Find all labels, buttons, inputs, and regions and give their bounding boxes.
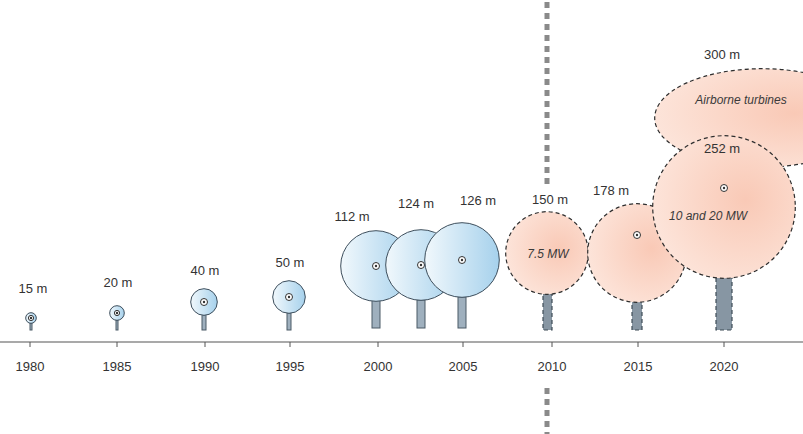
capacity-label: 7.5 MW — [527, 248, 568, 260]
rotor-circle: 50 m — [272, 280, 306, 314]
year-label: 1980 — [16, 360, 45, 373]
diameter-label: 20 m — [104, 276, 133, 289]
year-label: 2000 — [364, 360, 393, 373]
hub-dot — [116, 312, 118, 314]
hub — [634, 232, 641, 239]
year-label: 1990 — [191, 360, 220, 373]
rotor-outline — [25, 312, 37, 324]
rotor-disc — [653, 136, 796, 279]
hub — [373, 263, 380, 270]
hub-dot — [288, 296, 290, 298]
diameter-label: 124 m — [398, 197, 434, 210]
hub — [201, 299, 208, 306]
year-label: 1985 — [103, 360, 132, 373]
rotor-disc — [110, 306, 125, 321]
rotor-outline — [424, 222, 500, 298]
rotor-outline — [652, 135, 796, 279]
hub-dot — [375, 265, 377, 267]
diameter-label: 50 m — [276, 256, 305, 269]
hub-dot — [636, 234, 638, 236]
rotor-circle: 126 m — [424, 222, 500, 298]
hub — [721, 185, 728, 192]
hub — [418, 262, 425, 269]
hub-dot — [420, 264, 422, 266]
capacity-label: 10 and 20 MW — [669, 210, 747, 222]
diameter-label: 178 m — [593, 184, 629, 197]
rotor-disc — [26, 313, 37, 324]
rotor-disc — [506, 212, 589, 295]
year-label: 2005 — [449, 360, 478, 373]
capacity-label: Airborne turbines — [695, 94, 786, 106]
rotor-disc — [273, 281, 306, 314]
hub-dot — [203, 301, 205, 303]
diameter-label: 300 m — [704, 48, 740, 61]
diameter-label: 15 m — [19, 282, 48, 295]
hub — [114, 310, 119, 315]
year-label: 2015 — [624, 360, 653, 373]
time-axis — [0, 341, 803, 342]
rotor-outline — [109, 305, 125, 321]
tower — [30, 297, 466, 330]
rotor-circle: 40 m — [190, 288, 218, 316]
rotor-disc — [191, 289, 218, 316]
rotor-outline — [272, 280, 306, 314]
rotor-disc — [655, 69, 803, 168]
rotor-circle: 252 m 10 and 20 MW — [652, 135, 796, 279]
year-label: 1995 — [276, 360, 305, 373]
diameter-label: 126 m — [460, 194, 496, 207]
year-label: 2010 — [538, 360, 567, 373]
hub — [286, 294, 293, 301]
hub — [459, 257, 466, 264]
axis-ticks — [30, 342, 724, 347]
hub-dot — [723, 187, 725, 189]
diameter-label: 150 m — [532, 193, 568, 206]
diameter-label: 252 m — [704, 142, 740, 155]
diameter-label: 40 m — [191, 264, 220, 277]
year-label: 2020 — [710, 360, 739, 373]
rotor-circle: 15 m — [25, 312, 37, 324]
divider-line — [545, 2, 550, 186]
rotor-disc — [425, 223, 500, 298]
divider-line — [545, 388, 550, 434]
rotor-circle: 150 m7.5 MW — [505, 211, 589, 295]
hub-dot — [461, 259, 463, 261]
hub-dot — [30, 317, 32, 319]
rotor-circle: 20 m — [109, 305, 125, 321]
diameter-label: 112 m — [334, 210, 369, 223]
rotor-outline — [190, 288, 218, 316]
hub — [28, 315, 33, 320]
